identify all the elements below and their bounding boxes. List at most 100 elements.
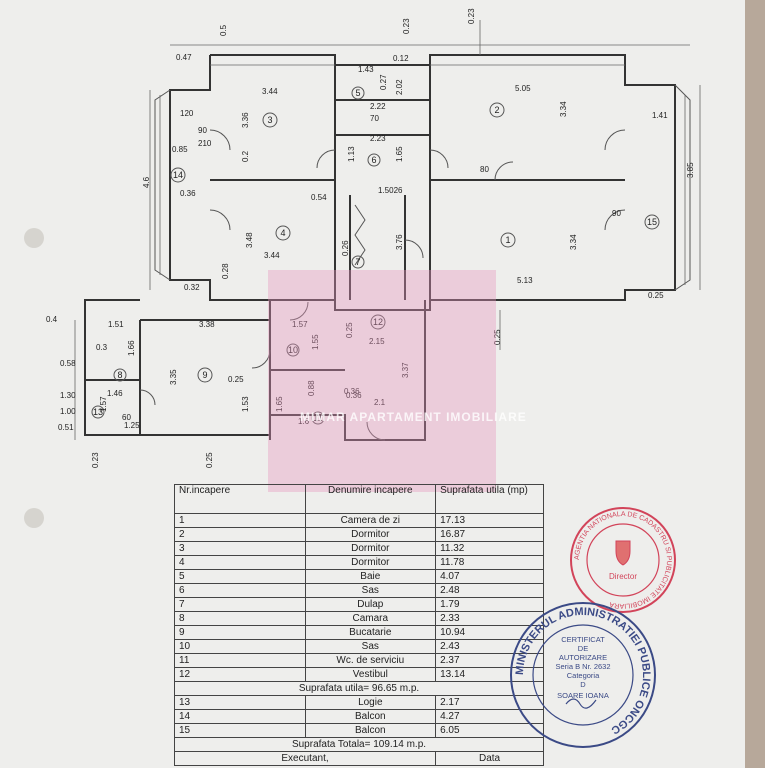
cell-name: Dulap bbox=[304, 597, 437, 612]
room-marker bbox=[275, 225, 291, 241]
dim-label: 0.36 bbox=[180, 189, 196, 198]
dim-label: 0.4 bbox=[46, 315, 58, 324]
dim-label: 0.25 bbox=[345, 322, 354, 338]
dim-label: 1.65 bbox=[395, 146, 404, 162]
room-label: 10 bbox=[288, 345, 298, 355]
room-marker bbox=[262, 112, 278, 128]
executant-label: Executant, bbox=[173, 751, 437, 766]
header-num: Nr.incapere bbox=[174, 484, 306, 514]
stamp-line: CERTIFICAT bbox=[561, 635, 605, 644]
cell-name: Logie bbox=[304, 695, 437, 710]
cell-num: 10 bbox=[174, 639, 306, 654]
room-label: 1 bbox=[505, 235, 510, 245]
cell-area: 2.48 bbox=[435, 583, 544, 598]
dim-label: 5.05 bbox=[515, 84, 531, 93]
dim-label: 1.00 bbox=[60, 407, 76, 416]
room-marker bbox=[286, 343, 300, 357]
dim-label: 2.1 bbox=[374, 398, 386, 407]
dim-label: 0.23 bbox=[467, 8, 476, 24]
room-label: 11 bbox=[313, 413, 322, 423]
dim-label: 1.13 bbox=[347, 146, 356, 162]
cell-num: 2 bbox=[174, 527, 306, 542]
cell-num: 13 bbox=[174, 695, 306, 710]
dim-label: 1.6 bbox=[298, 417, 310, 426]
cell-num: 7 bbox=[174, 597, 306, 612]
dim-label: 0.2 bbox=[241, 150, 250, 162]
dim-label: 0.51 bbox=[58, 423, 74, 432]
dim-label: 0.25 bbox=[493, 329, 502, 345]
dim-label: 0.36 bbox=[344, 387, 360, 396]
dim-label: 3.44 bbox=[262, 87, 278, 96]
cell-name: Balcon bbox=[304, 723, 437, 738]
room-label: 7 bbox=[355, 257, 360, 267]
door-label: 90 bbox=[198, 126, 207, 135]
cell-name: Vestibul bbox=[304, 667, 437, 682]
room-label: 8 bbox=[117, 370, 122, 380]
dim-label: 1.25 bbox=[124, 421, 140, 430]
dim-label: 2.22 bbox=[370, 102, 386, 111]
door-label: 210 bbox=[198, 139, 212, 148]
rooms-table: Nr.incapere Denumire incapere Suprafata … bbox=[173, 484, 544, 766]
cell-area: 11.32 bbox=[435, 541, 544, 556]
plan-dimension-labels: 0.4 7 0.5 3.44 3.36 0.2 5.05 3.34 0.23 0.… bbox=[46, 8, 695, 468]
cell-num: 9 bbox=[174, 625, 306, 640]
cell-name: Sas bbox=[304, 639, 437, 654]
dim-label: 1.57 bbox=[292, 320, 308, 329]
dim-label: 3.35 bbox=[169, 369, 178, 385]
room-marker bbox=[500, 232, 516, 248]
cell-area: 4.07 bbox=[435, 569, 544, 584]
dim-label: 0.3 bbox=[96, 343, 108, 352]
dim-label: 0.23 bbox=[91, 452, 100, 468]
dim-label: 3.37 bbox=[401, 362, 410, 378]
dim-label: 2.15 bbox=[369, 337, 385, 346]
dim-label: 0.32 bbox=[184, 283, 200, 292]
cell-area: 17.13 bbox=[435, 513, 544, 528]
room-label: 14 bbox=[173, 170, 183, 180]
door-label: 80 bbox=[480, 165, 489, 174]
dim-label: 1.30 bbox=[60, 391, 76, 400]
dim-label: 3.34 bbox=[559, 101, 568, 117]
cell-name: Dormitor bbox=[304, 527, 437, 542]
room-label: 12 bbox=[373, 317, 383, 327]
door-label: 60 bbox=[122, 413, 131, 422]
room-marker bbox=[489, 102, 505, 118]
room-marker bbox=[113, 368, 127, 382]
cell-name: Dormitor bbox=[304, 555, 437, 570]
stamp-line: Categoria bbox=[567, 671, 600, 680]
stamp-line: SOARE IOANA bbox=[557, 691, 609, 700]
room-label: 13 bbox=[93, 407, 103, 417]
cell-num: 6 bbox=[174, 583, 306, 598]
dim-label: 3.36 bbox=[241, 112, 250, 128]
table-surface bbox=[745, 0, 765, 768]
room-marker bbox=[370, 314, 386, 330]
room-marker bbox=[351, 86, 365, 100]
cell-num: 3 bbox=[174, 541, 306, 556]
cell-num: 14 bbox=[174, 709, 306, 724]
cell-name: Balcon bbox=[304, 709, 437, 724]
dim-label: 1.46 bbox=[107, 389, 123, 398]
cell-name: Camara bbox=[304, 611, 437, 626]
signature-icon bbox=[565, 698, 597, 709]
dim-label: 1.66 bbox=[127, 340, 136, 356]
dim-label: 0.85 bbox=[172, 145, 188, 154]
room-marker bbox=[367, 153, 381, 167]
plan-balconies bbox=[154, 84, 691, 291]
cell-area: 11.78 bbox=[435, 555, 544, 570]
dim-label: 0.88 bbox=[307, 380, 316, 396]
room-marker bbox=[644, 214, 660, 230]
room-marker bbox=[197, 367, 213, 383]
dim-label: 4.6 bbox=[142, 176, 151, 188]
dim-label: 0.5 bbox=[219, 24, 228, 36]
dim-label: 0.58 bbox=[60, 359, 76, 368]
